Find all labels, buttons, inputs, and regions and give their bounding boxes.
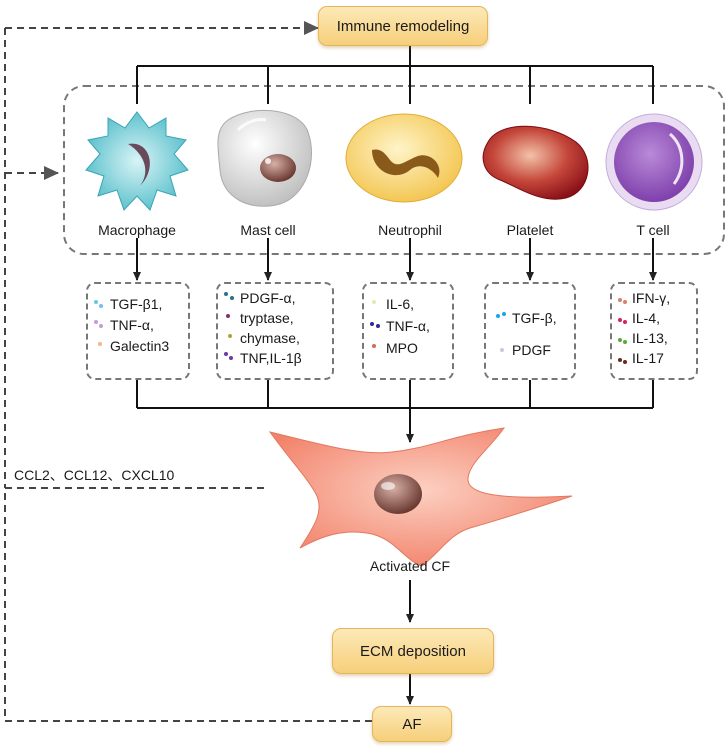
mediator-item: IL-17 bbox=[632, 350, 664, 366]
mediator-item: PDGF-α, bbox=[240, 290, 296, 306]
mediator-item: TGF-β, bbox=[512, 310, 557, 326]
top-tree-connector bbox=[136, 42, 654, 104]
mediator-item: tryptase, bbox=[240, 310, 294, 326]
cell-to-mediator-arrows bbox=[133, 238, 657, 281]
t-cell-mediator-box: IFN-γ, IL-4, IL-13, IL-17 bbox=[610, 282, 698, 380]
mast-cell-label: Mast cell bbox=[240, 222, 296, 238]
neutrophil-icon bbox=[345, 113, 463, 203]
af-node: AF bbox=[372, 706, 452, 742]
feedback-loops bbox=[4, 21, 372, 722]
mediator-item: IFN-γ, bbox=[632, 290, 671, 306]
mediator-item: Galectin3 bbox=[110, 338, 170, 354]
mediator-item: TNF-α, bbox=[110, 317, 154, 333]
af-label: AF bbox=[402, 715, 422, 733]
mediator-item: IL-6, bbox=[386, 296, 415, 312]
chemokines-label: CCL2、CCL12、CXCL10 bbox=[14, 467, 175, 483]
cell-group-frame bbox=[63, 85, 725, 255]
macrophage-label: Macrophage bbox=[98, 222, 176, 238]
mast-cell-mediator-box: PDGF-α, tryptase, chymase, TNF,IL-1β bbox=[216, 282, 334, 380]
activated-fibroblast-icon bbox=[268, 427, 573, 567]
macrophage-icon bbox=[85, 111, 189, 211]
mediator-item: chymase, bbox=[240, 330, 300, 346]
mediator-item: MPO bbox=[386, 340, 418, 356]
mediator-item: PDGF bbox=[512, 342, 551, 358]
mediator-item: TGF-β1, bbox=[110, 296, 163, 312]
mediator-item: TNF-α, bbox=[386, 318, 430, 334]
activated-cf-label: Activated CF bbox=[369, 558, 451, 574]
mediator-item: TNF,IL-1β bbox=[240, 350, 302, 366]
ecm-deposition-node: ECM deposition bbox=[332, 628, 494, 674]
immune-remodeling-node: Immune remodeling bbox=[318, 6, 488, 46]
platelet-mediator-box: TGF-β, PDGF bbox=[484, 282, 576, 380]
af-feedback-line bbox=[4, 487, 372, 722]
t-cell-icon bbox=[605, 113, 703, 211]
mediator-item: IL-13, bbox=[632, 330, 668, 346]
macrophage-mediator-box: TGF-β1, TNF-α, Galectin3 bbox=[86, 282, 190, 380]
mediator-to-cf-connector bbox=[136, 380, 654, 443]
platelet-icon bbox=[482, 125, 589, 200]
immune-remodeling-label: Immune remodeling bbox=[336, 17, 470, 35]
platelet-label: Platelet bbox=[506, 222, 554, 238]
neutrophil-label: Neutrophil bbox=[378, 222, 442, 238]
mediator-item: IL-4, bbox=[632, 310, 661, 326]
ecm-deposition-label: ECM deposition bbox=[360, 642, 466, 660]
mast-cell-icon bbox=[217, 109, 312, 207]
neutrophil-mediator-box: IL-6, TNF-α, MPO bbox=[362, 282, 454, 380]
t-cell-label: T cell bbox=[636, 222, 670, 238]
